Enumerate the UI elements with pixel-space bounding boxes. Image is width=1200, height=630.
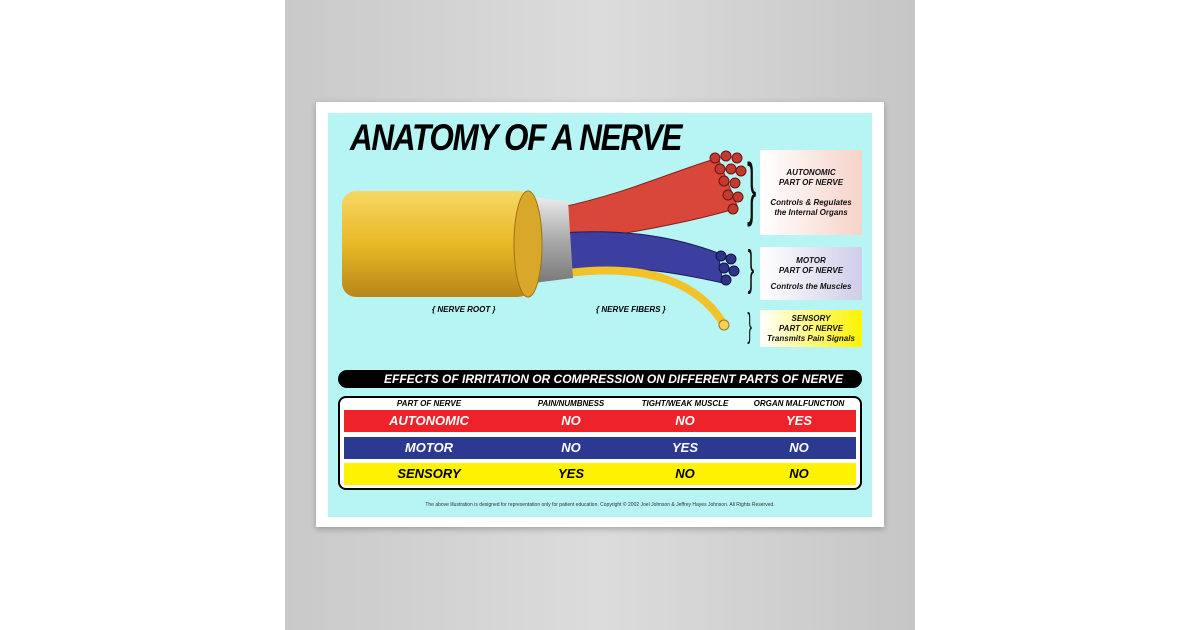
sensory-fiber-end [718, 319, 730, 331]
effects-heading: EFFECTS OF IRRITATION OR COMPRESSION ON … [338, 370, 862, 388]
row-value: NO [675, 466, 695, 481]
copyright: The above illustration is designed for r… [425, 502, 775, 508]
row-part: SENSORY [397, 466, 461, 481]
row-value: NO [675, 413, 695, 428]
table-row: SENSORY YES NO NO [344, 463, 856, 485]
part-name: AUTONOMIC [786, 167, 836, 177]
part-desc: Transmits Pain Signals [767, 333, 855, 343]
sensory-fiber [567, 266, 727, 326]
part-sub: PART OF NERVE [778, 265, 844, 275]
table-header: PART OF NERVE PAIN/NUMBNESS TIGHT/WEAK M… [344, 399, 856, 409]
motor-fibers [557, 231, 740, 286]
nerve-root-label: { NERVE ROOT } [432, 305, 496, 314]
brace-icon: } [747, 307, 752, 345]
row-value: NO [561, 413, 581, 428]
part-sub: PART OF NERVE [778, 323, 844, 333]
autonomic-fibers [557, 150, 747, 244]
table-row: MOTOR NO YES NO [344, 436, 856, 459]
nerve-root [342, 191, 532, 297]
poster: ANATOMY OF A NERVE { NERVE ROOT } { NERV… [316, 102, 884, 527]
row-value: YES [557, 466, 584, 481]
part-desc: Controls & Regulates the Internal Organs [770, 197, 852, 217]
part-sub: PART OF NERVE [778, 177, 844, 187]
row-value: NO [561, 439, 581, 455]
brace-icon: } [747, 242, 755, 295]
row-value: YES [785, 413, 812, 428]
poster-content: ANATOMY OF A NERVE { NERVE ROOT } { NERV… [328, 113, 872, 517]
column-header: ORGAN MALFUNCTION [753, 399, 845, 408]
table-row: AUTONOMIC NO NO YES [344, 410, 856, 432]
row-value: NO [789, 466, 809, 481]
row-part: AUTONOMIC [389, 413, 469, 428]
brace-icon: } [747, 149, 757, 227]
nerve-illustration [342, 150, 747, 331]
part-desc: Controls the Muscles [770, 281, 852, 291]
part-name: MOTOR [796, 255, 826, 265]
column-header: PAIN/NUMBNESS [537, 399, 605, 408]
column-header: TIGHT/WEAK MUSCLE [641, 399, 729, 408]
nerve-fibers-label: { NERVE FIBERS } [596, 305, 666, 314]
row-value: NO [789, 439, 809, 455]
poster-title: ANATOMY OF A NERVE [350, 117, 682, 158]
part-name: SENSORY [791, 313, 831, 323]
column-header: PART OF NERVE [396, 399, 462, 408]
row-part: MOTOR [404, 439, 454, 455]
row-value: YES [671, 439, 698, 455]
effects-table: PART OF NERVE PAIN/NUMBNESS TIGHT/WEAK M… [338, 396, 862, 490]
